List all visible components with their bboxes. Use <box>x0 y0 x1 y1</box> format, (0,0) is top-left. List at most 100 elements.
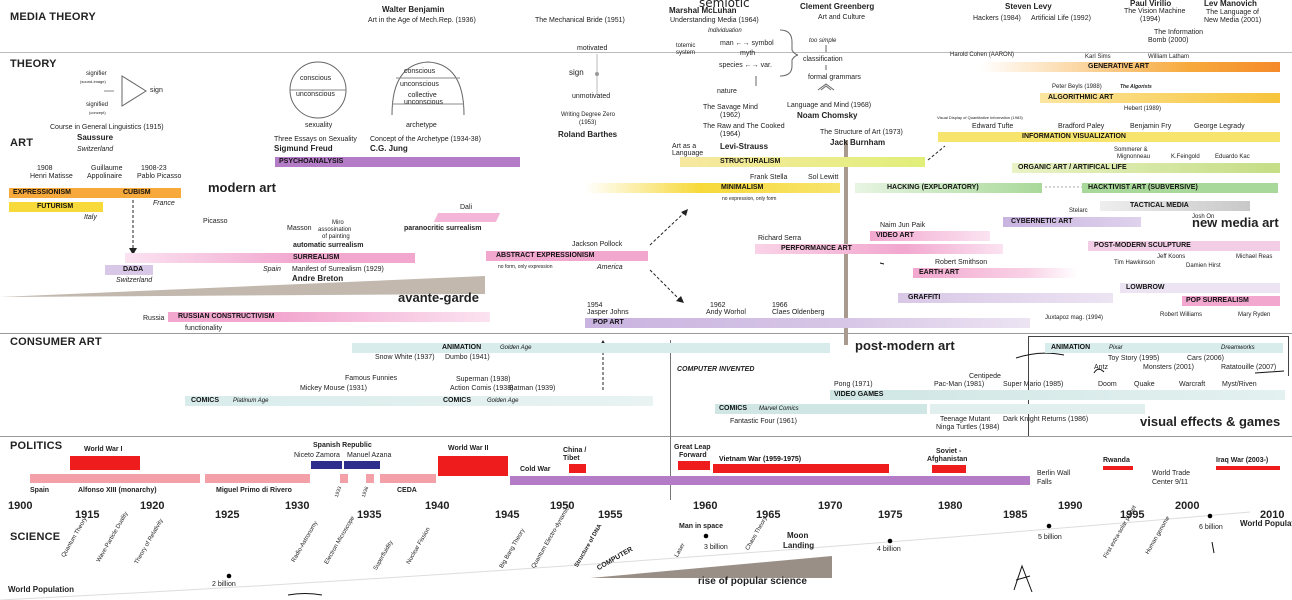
media-theory-work: Art and Culture <box>818 14 866 21</box>
bar-label: STRUCTURALISM <box>720 158 781 165</box>
game-title: Myst/Riven <box>1222 381 1257 388</box>
animation-title: Toy Story (1995) <box>1108 355 1160 362</box>
event-label: Miguel Primo di Rivero <box>216 487 292 494</box>
bar-label: HACKTIVIST ART (SUBVERSIVE) <box>1088 184 1198 191</box>
organic-artist: Mignonneau <box>1117 154 1151 160</box>
artist-name: assosination <box>318 227 352 233</box>
bar-video-games: VIDEO GAMES <box>830 390 1285 400</box>
barthes-dot <box>595 72 599 76</box>
media-theory-work: The Language of <box>1206 9 1259 16</box>
event-label: Falls <box>1037 479 1052 486</box>
bar-label: ORGANIC ART / ARTIFICAL LIFE <box>1018 164 1127 171</box>
chomsky-work: Language and Mind (1968) <box>787 102 872 109</box>
bar-earth-art: EARTH ART <box>913 268 1078 278</box>
population-value: 5 billion <box>1038 534 1062 541</box>
year-tick-label: 1900 <box>8 500 33 512</box>
paranoic-surrealism: paranocritic surrealism <box>404 225 482 232</box>
generative-artist: Harold Cohen (AARON) <box>950 52 1015 58</box>
year-tick-label: 1940 <box>425 500 450 512</box>
handwritten-stroke <box>1015 352 1065 359</box>
bar-comics-modern <box>930 404 1145 414</box>
artist-name: Masson <box>287 225 312 232</box>
bar-cold-war <box>510 476 1030 485</box>
media-theorist-name: Paul Virilio <box>1130 0 1172 8</box>
freud-work: Three Essays on Sexuality <box>274 136 357 143</box>
auto-surrealism: automatic surrealism <box>293 242 364 249</box>
levi-work: (1964) <box>720 131 741 138</box>
comic-title: Fantastic Four (1961) <box>730 418 797 425</box>
year-tick-label: 1965 <box>756 509 781 521</box>
media-theory-work: The Mechanical Bride (1951) <box>535 17 625 24</box>
label-avante-garde: avante-garde <box>398 290 479 305</box>
population-value: 2 billion <box>212 581 236 588</box>
animation-title: Cars (2006) <box>1187 355 1224 362</box>
label-visual-effects: visual effects & games <box>1140 414 1281 429</box>
event-label: Niceto Zamora <box>294 452 340 459</box>
bar-azana <box>344 461 380 469</box>
event-label: Center 9/11 <box>1152 479 1189 486</box>
year-tick-label: 1945 <box>495 509 520 521</box>
handwritten-stroke <box>1254 370 1285 374</box>
bar-label: ALGORITHMIC ART <box>1048 94 1114 101</box>
saussure-sign-triangle <box>121 75 147 107</box>
section-art: ART <box>10 137 34 149</box>
bar-abstract-expressionism: ABSTRACT EXPRESSIONISM <box>486 251 648 261</box>
artist-name: Pablo Picasso <box>137 173 182 180</box>
bar-note: Pixar <box>1109 345 1123 351</box>
media-theorist-name: Lev Manovich <box>1204 0 1257 8</box>
organic-artist: Eduardo Kac <box>1215 154 1250 160</box>
science-event: Moon <box>787 531 809 540</box>
breton-work: Manifest of Surrealism (1929) <box>292 266 384 273</box>
year-tick-label: 1920 <box>140 500 165 512</box>
media-theory-work: The Vision Machine <box>1124 8 1186 15</box>
bar-label: EARTH ART <box>919 269 960 276</box>
game-title: Pong (1971) <box>834 381 873 388</box>
population-dot <box>1207 513 1213 519</box>
infovis-artist: Benjamin Fry <box>1130 123 1172 130</box>
game-title: Centipede <box>969 373 1001 380</box>
surrealism-country: Spain <box>263 266 281 273</box>
sign-label: sign <box>150 87 163 94</box>
media-theorist-name: Clement Greenberg <box>800 2 875 11</box>
bar-organic-art: ORGANIC ART / ARTIFICAL LIFE <box>1012 163 1280 173</box>
science-event: Landing <box>783 541 815 550</box>
event-label: Iraq War (2003-) <box>1216 457 1269 464</box>
jung-archetype: archetype <box>406 122 437 129</box>
freud-conscious: conscious <box>300 75 332 82</box>
chomsky-name: Noam Chomsky <box>797 111 858 120</box>
animation-title: Antz <box>1094 364 1109 371</box>
section-politics: POLITICS <box>10 440 63 452</box>
comic-title: Action Comis (1938) <box>450 385 514 392</box>
bar-label: CUBISM <box>123 189 151 196</box>
bar-cybernetic-art: CYBERNETIC ART <box>1003 217 1141 227</box>
lowbrow-work: Juxtapoz mag. (1994) <box>1045 315 1104 321</box>
section-media-theory: MEDIA THEORY <box>10 11 96 23</box>
event-label: Cold War <box>520 466 551 473</box>
media-theory-work: Artificial Life (1992) <box>1031 15 1091 22</box>
signifier-label: signifier <box>86 71 107 77</box>
chomsky-grammars: formal grammars <box>808 74 861 81</box>
section-consumer-art: CONSUMER ART <box>10 336 102 348</box>
barthes-sign: sign <box>569 68 584 77</box>
bar-minimalism: MINIMALISM <box>585 183 840 193</box>
bar-label: GENERATIVE ART <box>1088 63 1150 70</box>
population-dot <box>226 573 232 579</box>
barthes-motivated: motivated <box>577 45 608 52</box>
bar-label: DADA <box>123 266 144 273</box>
levi-myth: myth <box>740 50 756 57</box>
bar-vietnam-war: Vietnam War (1959-1975) <box>713 456 889 473</box>
infovis-artist: Edward Tufte <box>972 123 1014 130</box>
event-label: World Trade <box>1152 470 1190 477</box>
levi-man-symbol: man ←→ symbol <box>720 40 774 47</box>
bar-pop-art: POP ART <box>585 318 1030 328</box>
jung-work: Concept of the Archetype (1934-38) <box>370 136 481 143</box>
dashed-arrow <box>927 145 946 161</box>
media-theory-work: The Information <box>1154 29 1204 36</box>
box-line <box>1288 336 1289 376</box>
signified-label: signified <box>86 102 109 108</box>
event-label: Berlin Wall <box>1037 470 1071 477</box>
media-theory-work: (1994) <box>1140 16 1161 23</box>
bar-iraq-war <box>1216 466 1280 470</box>
